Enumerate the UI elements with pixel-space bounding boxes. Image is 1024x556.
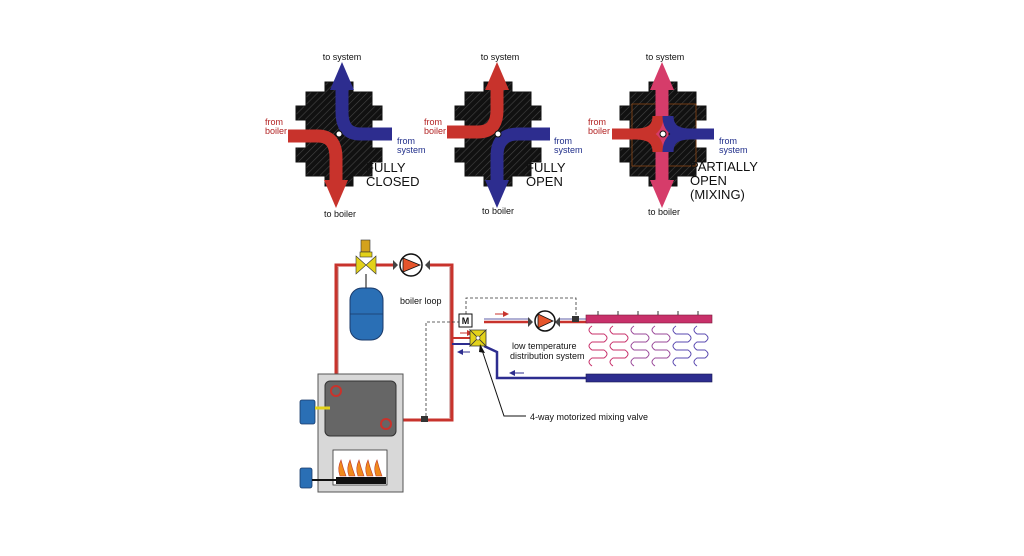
- flow-from-system-split: [662, 115, 714, 153]
- label-to-system: to system: [481, 52, 520, 62]
- flow-from-boiler-split: [612, 115, 664, 153]
- valve-spindle: [494, 130, 502, 138]
- arrow-to-boiler: [650, 180, 674, 208]
- gas-valve: [299, 467, 313, 489]
- label-from-system-line2: system: [397, 145, 426, 155]
- label-from-system-line1: from: [554, 136, 572, 146]
- label-to-system: to system: [323, 52, 362, 62]
- burner: [336, 477, 386, 484]
- flow-from-system-to-boiler: [490, 127, 550, 182]
- supply-manifold: [585, 314, 713, 324]
- control-wiring-lower: [425, 321, 460, 416]
- label-from-boiler-line2: boiler: [265, 126, 287, 136]
- label-from-system-line1: from: [397, 136, 415, 146]
- manifold-fittings: [597, 311, 699, 315]
- supply-sensor: [572, 316, 579, 322]
- label-from-system-line2: system: [719, 145, 748, 155]
- valve-diagram-fully-closed: to system from boiler from system to boi…: [265, 52, 426, 219]
- boiler-loop-label: boiler loop: [400, 296, 442, 306]
- valve-callout-label: 4-way motorized mixing valve: [530, 412, 648, 422]
- valve-callout-line: [481, 349, 526, 417]
- valve-spindle: [659, 130, 667, 138]
- boiler-heat-exchanger: [324, 380, 397, 437]
- boiler-supply-port: [330, 385, 342, 397]
- return-pipe-from-emitters: [483, 344, 588, 380]
- valve-diagram-fully-open: to system from boiler from system to boi…: [424, 52, 583, 216]
- state-label-line1: FULLY: [526, 160, 566, 175]
- boiler: [299, 373, 404, 493]
- state-label-line1: PARTIALLY: [690, 159, 758, 174]
- control-wiring-upper: [465, 297, 577, 316]
- loop-sensor: [421, 416, 428, 422]
- boiler-return-port: [380, 418, 392, 430]
- label-from-boiler-line2: boiler: [424, 126, 446, 136]
- relief-valve: [355, 239, 377, 275]
- boiler-system-schematic: boiler loop: [299, 239, 713, 493]
- valve-motor: [458, 313, 473, 328]
- arrow-to-system: [330, 62, 354, 90]
- distribution-label-line1: low temperature: [512, 341, 577, 351]
- arrow-to-system: [485, 62, 509, 90]
- flow-from-boiler-to-boiler: [288, 129, 343, 182]
- four-way-mixing-valve: [469, 329, 487, 347]
- state-label-line1: FULLY: [366, 160, 406, 175]
- label-to-boiler: to boiler: [648, 207, 680, 217]
- valve-spindle: [335, 130, 343, 138]
- label-from-system-line2: system: [554, 145, 583, 155]
- distribution-pump: [528, 310, 560, 332]
- label-from-boiler-line2: boiler: [588, 126, 610, 136]
- distribution-manifold: [585, 311, 713, 383]
- label-from-boiler-line1: from: [588, 117, 606, 127]
- boiler-loop-pump: [393, 253, 430, 277]
- label-from-system-line1: from: [719, 136, 737, 146]
- flame-icon: [338, 459, 383, 477]
- label-from-boiler-line1: from: [265, 117, 283, 127]
- distribution-label-line2: distribution system: [510, 351, 585, 361]
- state-label-line2: OPEN: [690, 173, 727, 188]
- label-to-system: to system: [646, 52, 685, 62]
- state-label-line2: OPEN: [526, 174, 563, 189]
- flow-from-system-to-system: [335, 86, 392, 141]
- boiler-loop-pipe: [334, 263, 454, 422]
- label-to-boiler: to boiler: [324, 209, 356, 219]
- label-from-boiler-line1: from: [424, 117, 442, 127]
- state-label-line3: (MIXING): [690, 187, 745, 202]
- valve-diagram-partially-open: to system from boiler from system to boi…: [588, 52, 758, 217]
- boiler-loop-inner: [337, 267, 451, 418]
- state-label-line2: CLOSED: [366, 174, 419, 189]
- motor-label: M: [462, 316, 470, 326]
- boiler-control-box: [299, 399, 316, 425]
- return-manifold: [585, 373, 713, 383]
- flow-from-boiler-to-system: [447, 86, 504, 139]
- label-to-boiler: to boiler: [482, 206, 514, 216]
- valve-callout-arrowhead: [479, 344, 485, 353]
- arrow-to-system: [650, 62, 674, 90]
- arrow-to-boiler: [324, 180, 348, 208]
- radiant-tubing-loops: [588, 325, 709, 367]
- arrow-to-boiler: [485, 180, 509, 208]
